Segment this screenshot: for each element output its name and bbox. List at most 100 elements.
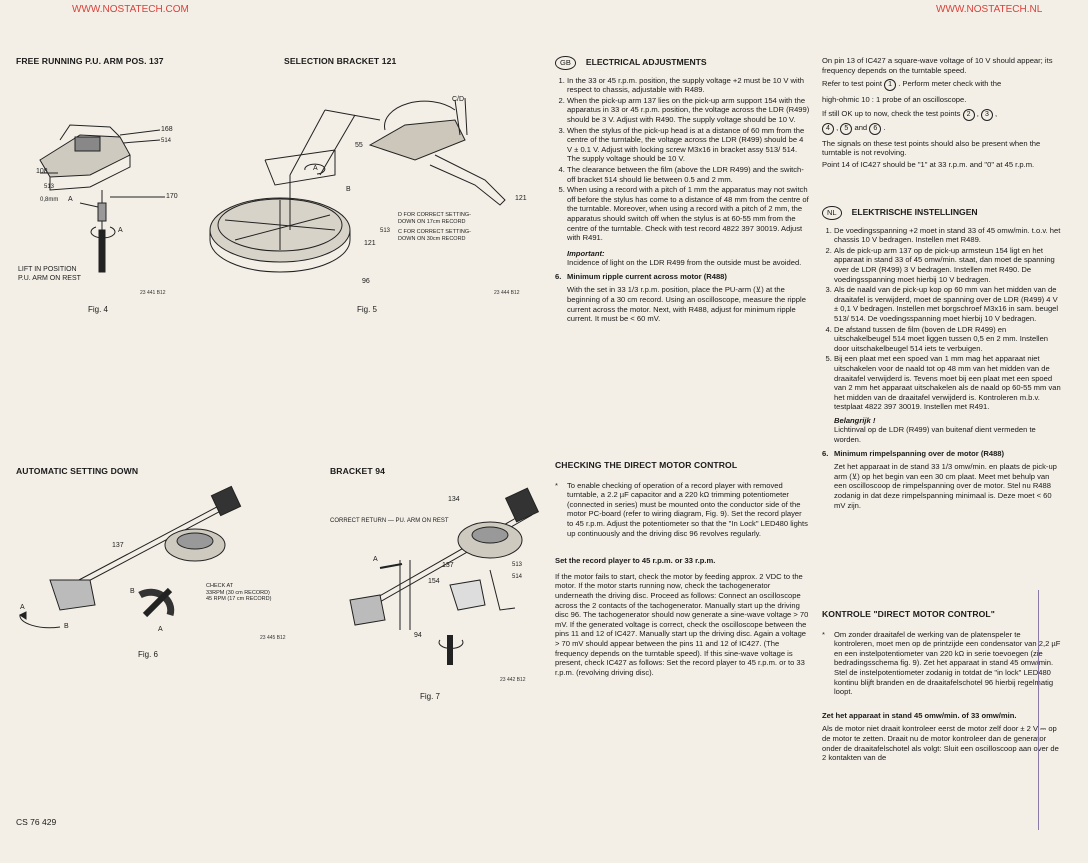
nl-item-1: De voedingsspanning +2 moet in stand 33 … [834, 226, 1062, 245]
col4-top: On pin 13 of IC427 a square-wave voltage… [822, 56, 1062, 172]
fig7-label-514: 514 [512, 574, 523, 580]
scan-line [1038, 590, 1039, 830]
fig5-note3: C FOR CORRECT SETTING- [398, 229, 471, 235]
col4-p1: On pin 13 of IC427 a square-wave voltage… [822, 56, 1053, 75]
gb-item-2: When the pick-up arm 137 lies on the pic… [567, 96, 810, 125]
kontrole-sub-text: Als de motor niet draait kontroleer eers… [822, 724, 1059, 763]
col4-p2a: Refer to test point [822, 79, 882, 89]
nl-item-2: Als de pick-up arm 137 op de pick-up arm… [834, 246, 1062, 284]
col4-testpoint-line: Refer to test point 1 . Perform meter ch… [822, 79, 1062, 92]
test-point-2: 2 [962, 108, 975, 121]
fig4-drawing [39, 124, 165, 273]
nl-title: ELEKTRISCHE INSTELLINGEN [851, 207, 978, 217]
nl-important-text: Lichtinval op de LDR (R499) van buitenaf… [834, 425, 1036, 445]
fig5-code: 23 444 B12 [494, 290, 520, 296]
fig5-label-513: 513 [380, 228, 391, 234]
fig5-label-96: 96 [362, 278, 370, 285]
col4-testpoints-line: If still OK up to now, check the test po… [822, 108, 1062, 121]
fig5-caption: Fig. 5 [357, 305, 378, 314]
nl-important-label: Belangrijk ! [834, 415, 876, 425]
fig6-check-line1: CHECK AT [206, 583, 234, 589]
fig5-note4: DOWN ON 30cm RECORD [398, 235, 466, 242]
fig4-title: FREE RUNNING P.U. ARM POS. 137 [16, 56, 164, 66]
nl-section: NL ELEKTRISCHE INSTELLINGEN De voedingss… [822, 206, 1062, 512]
col4-p6: Point 14 of IC427 should be "1" at 33 r.… [822, 159, 1035, 169]
gb-item6-text: With the set in 33 1/3 r.p.m. position, … [567, 285, 806, 324]
check-sub-title: Set the record player to 45 r.p.m. or 33… [555, 556, 716, 566]
gb-item-5: When using a record with a pitch of 1 mm… [567, 185, 810, 243]
fig4-label-108: 108 [36, 168, 48, 175]
fig5-note2: DOWN ON 17cm RECORD [398, 218, 466, 225]
fig7-drawing [349, 487, 540, 665]
gb-important-label: Important: [567, 248, 605, 258]
gb-heading: GB ELECTRICAL ADJUSTMENTS [555, 56, 810, 70]
gb-section: GB ELECTRICAL ADJUSTMENTS In the 33 or 4… [555, 56, 810, 326]
kontrole-sub-title: Zet het apparaat in stand 45 omw/min. of… [822, 710, 1017, 720]
fig7-label-154: 154 [428, 578, 440, 585]
nl-list: De voedingsspanning +2 moet in stand 33 … [822, 226, 1062, 412]
fig7-correct-return: CORRECT RETURN — PU. ARM ON REST [330, 518, 449, 524]
footer-code: CS 76 429 [16, 817, 57, 827]
nl-badge: NL [822, 206, 842, 220]
test-point-5: 5 [840, 122, 853, 135]
fig6-label-b2: B [64, 623, 69, 630]
fig6-code: 23 445 B12 [260, 635, 286, 641]
fig4-lift-line2: P.U. ARM ON REST [18, 275, 81, 282]
check-sub-text: If the motor fails to start, check the m… [555, 571, 809, 677]
header-url-left: WWW.NOSTATECH.COM [72, 4, 189, 15]
nl-item-5: Bij een plaat met een spoed van 1 mm mag… [834, 354, 1062, 412]
fig5-label-55: 55 [355, 142, 363, 149]
fig6-label-137: 137 [112, 542, 124, 549]
fig6-label-a1: A [20, 604, 25, 611]
header-url-right: WWW.NOSTATECH.NL [936, 4, 1043, 15]
fig4-label-170: 170 [166, 193, 178, 200]
fig7-caption: Fig. 7 [420, 692, 441, 701]
kontrole-bullet: * Om zonder draaitafel de werking van de… [822, 629, 1061, 697]
check-title: CHECKING THE DIRECT MOTOR CONTROL [555, 460, 738, 470]
col4-p4a: If still OK up to now, check the test po… [822, 108, 961, 118]
kontrole-section: KONTROLE "DIRECT MOTOR CONTROL" * Om zon… [822, 609, 1062, 765]
check-bullet-text: To enable checking of operation of a rec… [567, 480, 808, 538]
nl-heading: NL ELEKTRISCHE INSTELLINGEN [822, 206, 1062, 220]
fig5-title: SELECTION BRACKET 121 [284, 56, 397, 66]
fig4-label-a1: A [68, 196, 73, 203]
fig5-label-121a: 121 [515, 195, 527, 202]
fig6-check-note: CHECK AT 33RPM (30 cm RECORD) 45 RPM (17… [206, 583, 271, 603]
test-point-6: 6 [869, 122, 882, 135]
gb-item-1: In the 33 or 45 r.p.m. position, the sup… [567, 76, 810, 95]
kontrole-bullet-text: Om zonder draaitafel de werking van de p… [834, 629, 1061, 697]
test-point-4: 4 [822, 122, 834, 135]
fig5-label-b: B [346, 186, 351, 193]
fig5-label-121b: 121 [364, 240, 376, 247]
fig5-notes: D FOR CORRECT SETTING- DOWN ON 17cm RECO… [398, 212, 471, 242]
nl-item-4: De afstand tussen de film (boven de LDR … [834, 325, 1062, 354]
fig4-lift-line1: LIFT IN POSITION [18, 266, 77, 273]
fig7-label-a: A [373, 556, 378, 563]
col4-testpoints-line2: 4 , 5 and 6 . [822, 122, 1062, 135]
col4-and: and [854, 122, 868, 132]
fig5-drawing [209, 97, 506, 273]
gb-item6-title: Minimum ripple current across motor (R48… [567, 271, 727, 281]
col4-p2b: . Perform meter check with the [898, 79, 1002, 89]
gb-item-4: The clearance between the film (above th… [567, 165, 810, 184]
test-point-3: 3 [980, 108, 993, 121]
kontrole-title: KONTROLE "DIRECT MOTOR CONTROL" [822, 609, 995, 619]
fig7-code: 23 442 B12 [500, 677, 526, 683]
fig6-check-line3: 45 RPM (17 cm RECORD) [206, 596, 272, 602]
fig5-label-cd: C/D [452, 96, 465, 103]
fig6-label-b1: B [130, 588, 135, 595]
test-point-1: 1 [884, 79, 897, 92]
fig4-label-513: 513 [44, 184, 55, 190]
fig7-label-94: 94 [414, 632, 422, 639]
gb-list: In the 33 or 45 r.p.m. position, the sup… [555, 76, 810, 243]
fig4-label-514: 514 [161, 138, 172, 144]
fig6-title: AUTOMATIC SETTING DOWN [16, 466, 139, 476]
fig6-check-line2: 33RPM (30 cm RECORD) [206, 589, 270, 596]
gb-important-text: Incidence of light on the LDR R499 from … [567, 258, 802, 268]
nl-item6-title: Minimum rimpelspanning over de motor (R4… [834, 448, 1005, 458]
fig6-caption: Fig. 6 [138, 650, 159, 659]
check-bullet: * To enable checking of operation of a r… [555, 481, 810, 541]
check-section: CHECKING THE DIRECT MOTOR CONTROL * To e… [555, 460, 810, 679]
gb-title: ELECTRICAL ADJUSTMENTS [585, 57, 707, 67]
fig7-label-137: 137 [442, 562, 454, 569]
